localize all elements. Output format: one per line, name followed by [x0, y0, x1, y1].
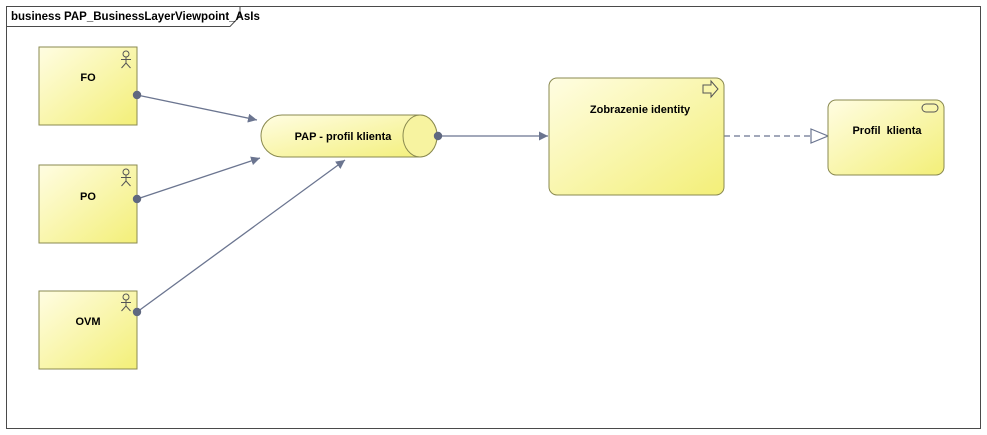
- actor-icon: [121, 168, 131, 187]
- service-rounded-icon: [921, 103, 939, 113]
- connector-ovm-to-service[interactable]: [136, 159, 346, 313]
- actor-fo[interactable]: FO: [38, 46, 138, 126]
- actor-label: FO: [80, 72, 96, 84]
- connector-source-dot: [132, 194, 142, 204]
- process-zobrazenie-identity[interactable]: Zobrazenie identity: [548, 77, 725, 196]
- actor-ovm[interactable]: OVM: [38, 290, 138, 370]
- connector-fo-to-service[interactable]: [136, 94, 258, 123]
- connector-source-dot: [132, 90, 142, 100]
- actor-label: OVM: [75, 316, 100, 328]
- cylinder-end: [402, 114, 438, 158]
- actor-label: PO: [80, 191, 96, 203]
- service-label: PAP - profil klienta: [295, 131, 393, 143]
- process-label: Zobrazenie identity: [590, 104, 691, 116]
- actor-icon: [121, 293, 131, 312]
- object-label: Profil klienta: [852, 125, 922, 137]
- connector-source-dot: [132, 307, 142, 317]
- connector-po-to-service[interactable]: [136, 156, 261, 200]
- frame-title: business PAP_BusinessLayerViewpoint_AsIs: [11, 11, 260, 23]
- process-arrow-icon: [702, 79, 719, 99]
- connector-source-dot: [433, 131, 443, 141]
- actor-po[interactable]: PO: [38, 164, 138, 244]
- object-profil-klienta[interactable]: Profil klienta: [827, 99, 945, 176]
- service-pap-profil-klienta[interactable]: PAP - profil klienta: [260, 114, 438, 158]
- actor-icon: [121, 50, 131, 69]
- realization-arrowhead: [810, 128, 830, 144]
- frame-title-tab: [6, 6, 241, 27]
- diagram-frame: [6, 6, 981, 429]
